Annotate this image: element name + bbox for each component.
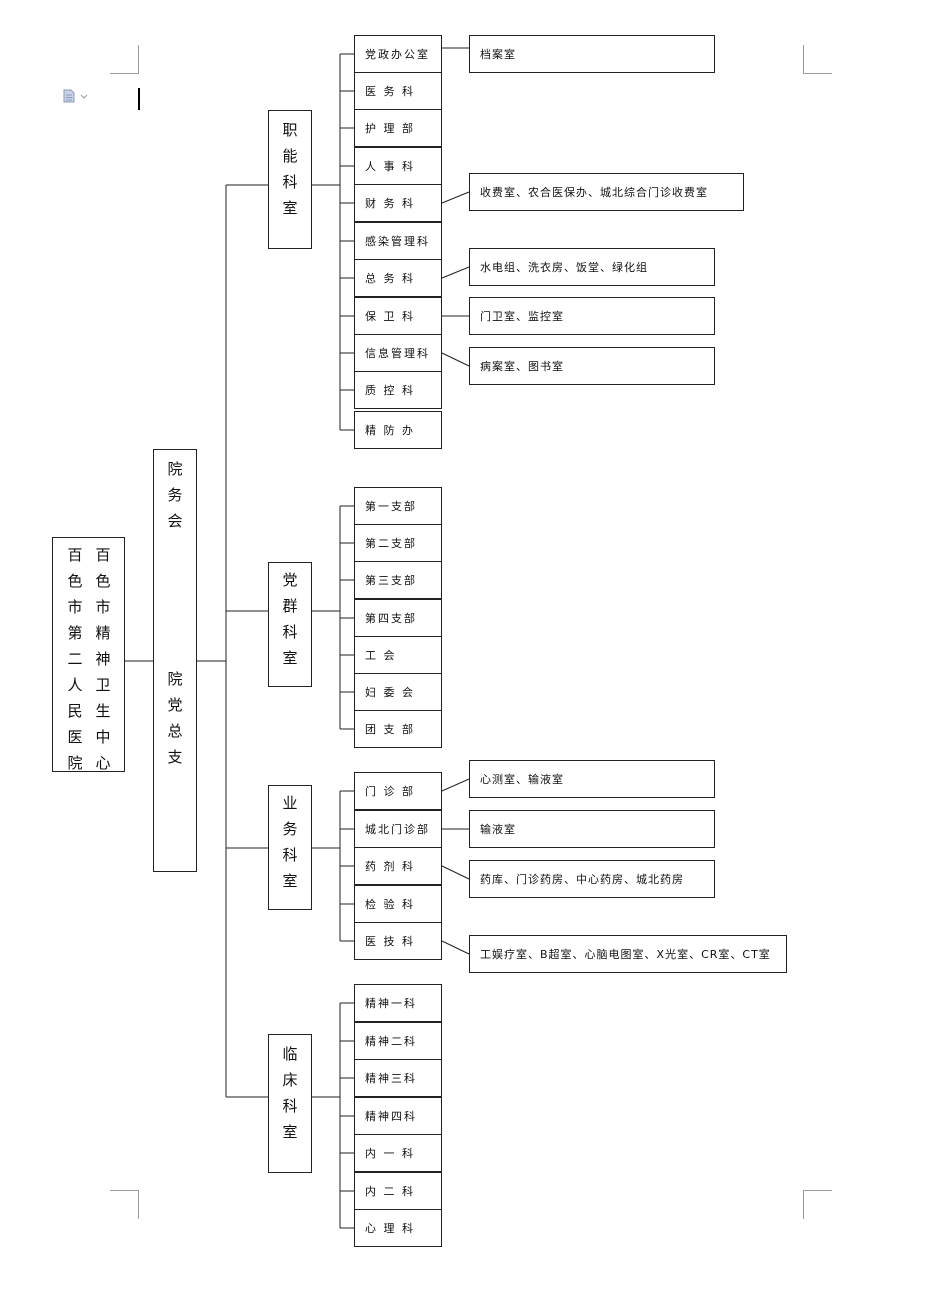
- dept-psychiatry-4: 精神四科: [354, 1097, 442, 1135]
- connector-50: [441, 778, 470, 792]
- sub-medical-tech-units: 工娱疗室、B超室、心脑电图室、X光室、CR室、CT室: [469, 935, 787, 973]
- connector-53: [441, 940, 470, 955]
- dept-laboratory: 检 验 科: [354, 885, 442, 923]
- sub-records-library: 病案室、图书室: [469, 347, 715, 385]
- dept-infection-control: 感染管理科: [354, 222, 442, 260]
- dept-psychology: 心 理 科: [354, 1209, 442, 1247]
- dept-labor-union: 工 会: [354, 636, 442, 674]
- sub-finance-units: 收费室、农合医保办、城北综合门诊收费室: [469, 173, 744, 211]
- sub-general-units: 水电组、洗衣房、饭堂、绿化组: [469, 248, 715, 286]
- dept-north-outpatient: 城北门诊部: [354, 810, 442, 848]
- dept-medical-affairs: 医 务 科: [354, 72, 442, 110]
- dept-branch-2: 第二支部: [354, 524, 442, 562]
- group-title-clinical: 临床科室: [282, 1045, 298, 1141]
- sub-north-infusion: 输液室: [469, 810, 715, 848]
- hospital-box: 百色市精神卫生中心 百色市第二人民医院: [52, 537, 125, 772]
- party-branch-label: 院党总支: [167, 670, 183, 766]
- council-label: 院务会: [167, 460, 183, 530]
- crop-mark-bottom-left: [110, 1190, 139, 1219]
- dept-internal-1: 内 一 科: [354, 1134, 442, 1172]
- sub-archives: 档案室: [469, 35, 715, 73]
- crop-mark-top-left: [110, 45, 139, 74]
- dept-psychiatry-1: 精神一科: [354, 984, 442, 1022]
- group-box-clinical: 临床科室: [268, 1034, 312, 1173]
- dept-medical-tech: 医 技 科: [354, 922, 442, 960]
- group-title-party: 党群科室: [282, 571, 298, 667]
- crop-mark-bottom-right: [803, 1190, 832, 1219]
- council-box: 院务会 院党总支: [153, 449, 197, 872]
- connector-47: [441, 266, 470, 279]
- crop-mark-top-right: [803, 45, 832, 74]
- group-box-functional: 职能科室: [268, 110, 312, 249]
- dept-psychiatry-3: 精神三科: [354, 1059, 442, 1097]
- dept-mental-prevention: 精 防 办: [354, 411, 442, 449]
- connector-46: [441, 191, 470, 204]
- dept-party-office: 党政办公室: [354, 35, 442, 73]
- dept-branch-3: 第三支部: [354, 561, 442, 599]
- group-box-business: 业务科室: [268, 785, 312, 910]
- connector-52: [441, 865, 470, 880]
- dept-branch-1: 第一支部: [354, 487, 442, 525]
- dept-internal-2: 内 二 科: [354, 1172, 442, 1210]
- dept-finance: 财 务 科: [354, 184, 442, 222]
- dept-security: 保 卫 科: [354, 297, 442, 335]
- hospital-name-line1: 百色市精神卫生中心: [95, 546, 111, 772]
- dept-general-affairs: 总 务 科: [354, 259, 442, 297]
- dept-women-committee: 妇 委 会: [354, 673, 442, 711]
- dept-personnel: 人 事 科: [354, 147, 442, 185]
- text-cursor: [138, 88, 140, 110]
- sub-outpatient-units: 心测室、输液室: [469, 760, 715, 798]
- dept-pharmacy: 药 剂 科: [354, 847, 442, 885]
- hospital-name-line2: 百色市第二人民医院: [67, 546, 83, 772]
- document-icon[interactable]: [62, 89, 76, 103]
- group-title-functional: 职能科室: [282, 121, 298, 217]
- dept-youth-league: 团 支 部: [354, 710, 442, 748]
- dept-psychiatry-2: 精神二科: [354, 1022, 442, 1060]
- dept-branch-4: 第四支部: [354, 599, 442, 637]
- connector-49: [441, 352, 470, 367]
- dept-quality-control: 质 控 科: [354, 371, 442, 409]
- dept-nursing: 护 理 部: [354, 109, 442, 147]
- dept-information: 信息管理科: [354, 334, 442, 372]
- chevron-down-icon[interactable]: [80, 94, 88, 100]
- sub-security-units: 门卫室、监控室: [469, 297, 715, 335]
- sub-pharmacy-units: 药库、门诊药房、中心药房、城北药房: [469, 860, 715, 898]
- group-title-business: 业务科室: [282, 794, 298, 890]
- group-box-party: 党群科室: [268, 562, 312, 687]
- dept-outpatient: 门 诊 部: [354, 772, 442, 810]
